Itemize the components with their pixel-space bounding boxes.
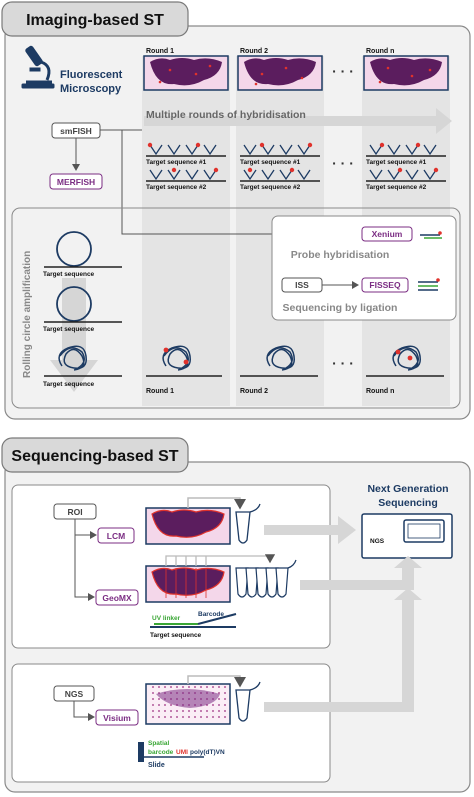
rca-target-1: Target sequence xyxy=(43,271,95,278)
bottom-round-label-n: Round n xyxy=(366,388,394,395)
uv-linker-construct xyxy=(150,613,237,628)
round-dots-mid: · · · xyxy=(332,155,354,171)
sequencing-title: Sequencing-based ST xyxy=(11,448,178,465)
rca-target-3: Target sequence xyxy=(43,381,95,388)
round-label-1: Round 1 xyxy=(146,48,174,55)
sequencing-section: Sequencing-based ST ROI LCM GeoMX xyxy=(1,437,471,793)
ngs-to-visium-arrow xyxy=(73,701,95,721)
smfish-label: smFISH xyxy=(60,126,92,136)
iss-label: ISS xyxy=(295,280,309,290)
imaging-title: Imaging-based ST xyxy=(26,12,164,29)
geomx-target-label: Target sequence xyxy=(150,632,202,639)
geomx-tissue-image xyxy=(145,565,231,603)
multi-rounds-label: Multiple rounds of hybridisation xyxy=(146,109,306,121)
ngs-machine-label: NGS xyxy=(370,538,385,545)
probe-row-2 xyxy=(146,169,446,182)
rca-panel xyxy=(11,207,461,409)
lcm-label: LCM xyxy=(107,531,125,541)
probe-dots-row-2 xyxy=(171,167,439,173)
target-seq-2-rn: Target sequence #2 xyxy=(366,184,427,191)
bottom-round-label-2: Round 2 xyxy=(240,388,268,395)
probe-dots-row-1 xyxy=(147,142,421,148)
fisseq-box xyxy=(361,277,409,293)
ngs-machine-icon xyxy=(361,513,453,559)
geomx-to-ngs-arrow xyxy=(300,556,422,590)
merfish-box xyxy=(49,173,103,190)
uv-linker-label: UV linker xyxy=(152,615,181,622)
geomx-box xyxy=(95,589,139,606)
barcode-label: Barcode xyxy=(198,611,224,618)
microscope-icon xyxy=(21,45,55,89)
xenium-probe-icon xyxy=(420,231,442,239)
round-label-n: Round n xyxy=(366,48,394,55)
fisseq-probe-icon xyxy=(418,278,440,291)
visium-label: Visium xyxy=(103,713,131,723)
rca-round-1-tangle xyxy=(146,345,222,377)
barcode2-label: barcode xyxy=(148,749,174,756)
geomx-lines xyxy=(165,554,276,566)
tissue-image-round-n xyxy=(363,55,449,91)
target-seq-2-r1: Target sequence #2 xyxy=(146,184,207,191)
imaging-section: Imaging-based ST Fluorescent Microscopy … xyxy=(1,1,471,420)
rca-circle-2 xyxy=(44,286,122,323)
lcm-box xyxy=(97,527,135,544)
round-dots-bottom: · · · xyxy=(332,355,354,371)
lcm-to-tube-connector xyxy=(187,497,246,510)
slide-label: Slide xyxy=(148,762,165,769)
visium-to-ngs-arrow xyxy=(264,588,422,712)
bottom-round-label-1: Round 1 xyxy=(146,388,174,395)
fisseq-label: FISSEQ xyxy=(369,280,401,290)
xenium-label: Xenium xyxy=(372,229,403,239)
probe-row-1 xyxy=(146,144,446,157)
seq-ligation-label: Sequencing by ligation xyxy=(283,302,398,314)
rca-tangle xyxy=(44,345,122,377)
lcm-to-ngs-arrow xyxy=(264,516,356,544)
geomx-label: GeoMX xyxy=(102,593,132,603)
visium-construct xyxy=(138,742,204,762)
multi-rounds-arrow xyxy=(144,108,452,134)
visium-to-tube-connector xyxy=(187,675,246,688)
target-seq-1-r1: Target sequence #1 xyxy=(146,159,207,166)
ngs-title-line2: Sequencing xyxy=(378,497,438,509)
imaging-title-tab xyxy=(1,1,189,37)
spatial-label: Spatial xyxy=(148,740,170,747)
rca-round-2-tangle xyxy=(240,345,318,377)
visium-tube-icon xyxy=(235,681,261,722)
rca-circle-1 xyxy=(44,231,122,268)
methods-panel xyxy=(271,215,457,321)
lcm-tube-icon xyxy=(235,503,261,544)
tissue-image-round-2 xyxy=(237,55,323,91)
probe-hyb-label: Probe hybridisation xyxy=(291,249,390,261)
sequencing-title-tab xyxy=(1,437,189,473)
lcm-tissue-image xyxy=(145,507,231,545)
roi-to-geomx-arrow xyxy=(74,535,95,601)
roi-label: ROI xyxy=(67,507,82,517)
visium-slide-image xyxy=(145,683,231,725)
microscopy-line1: Fluorescent xyxy=(60,69,123,81)
ngs-source-label: NGS xyxy=(65,689,84,699)
target-seq-2-r2: Target sequence #2 xyxy=(240,184,301,191)
ngs-title-line1: Next Generation xyxy=(367,483,448,495)
target-seq-1-rn: Target sequence #1 xyxy=(366,159,427,166)
microscopy-line2: Microscopy xyxy=(60,83,122,95)
geomx-tubes-icon xyxy=(235,559,297,598)
umi-label: UMI xyxy=(176,749,188,756)
merfish-label: MERFISH xyxy=(57,177,95,187)
target-seq-1-r2: Target sequence #1 xyxy=(240,159,301,166)
polydt-label: poly(dT)VN xyxy=(190,749,225,756)
round-dots-top: · · · xyxy=(332,63,354,79)
xenium-box xyxy=(361,226,413,242)
visium-box xyxy=(95,709,139,726)
rca-label: Rolling circle amplification xyxy=(22,251,33,378)
smfish-to-probes-connector xyxy=(100,129,359,238)
tissue-image-round-1 xyxy=(143,55,229,91)
rca-target-2: Target sequence xyxy=(43,326,95,333)
rca-round-n-tangle xyxy=(366,345,444,377)
round-label-2: Round 2 xyxy=(240,48,268,55)
